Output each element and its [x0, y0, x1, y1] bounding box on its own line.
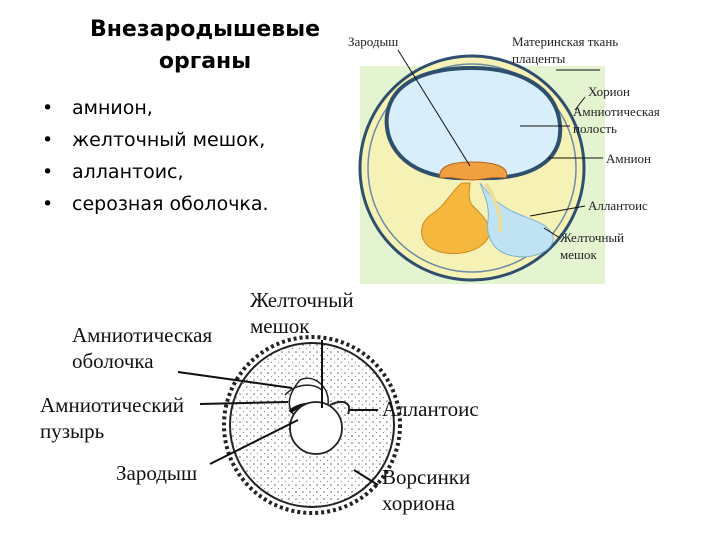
- embryo-shape-a: [440, 162, 507, 180]
- label-amniotic-cavity-2: полость: [573, 121, 617, 136]
- label-amniotic-vesicle-2: пузырь: [40, 419, 104, 443]
- label-yolk-sac-a-2: мешок: [560, 247, 598, 262]
- label-amniotic-vesicle-1: Амниотический: [40, 393, 184, 417]
- label-chorion: Хорион: [588, 84, 630, 99]
- diagram-a: Зародыш Материнская ткань плаценты Хорио…: [348, 34, 660, 284]
- yolk-sac-b: [290, 402, 342, 454]
- label-amniotic-membrane-1: Амниотическая: [72, 323, 213, 347]
- label-embryo-b: Зародыш: [116, 461, 197, 485]
- label-maternal-tissue-2: плаценты: [512, 51, 566, 66]
- label-embryo-a: Зародыш: [348, 34, 398, 49]
- label-maternal-tissue-1: Материнская ткань: [512, 34, 618, 49]
- label-allantois-a: Аллантоис: [588, 198, 648, 213]
- label-yolk-sac-b-1: Желточный: [250, 288, 354, 312]
- label-chorion-villi-1: Ворсинки: [382, 465, 470, 489]
- label-amniotic-cavity-1: Амниотическая: [573, 104, 660, 119]
- label-allantois-b: Аллантоис: [382, 397, 479, 421]
- label-yolk-sac-a-1: Желточный: [560, 230, 624, 245]
- diagram-b: Желточный мешок Амниотическая оболочка А…: [40, 288, 479, 515]
- label-chorion-villi-2: хориона: [382, 491, 456, 515]
- label-yolk-sac-b-2: мешок: [250, 314, 310, 338]
- label-amniotic-membrane-2: оболочка: [72, 349, 154, 373]
- label-amnion: Амнион: [606, 151, 651, 166]
